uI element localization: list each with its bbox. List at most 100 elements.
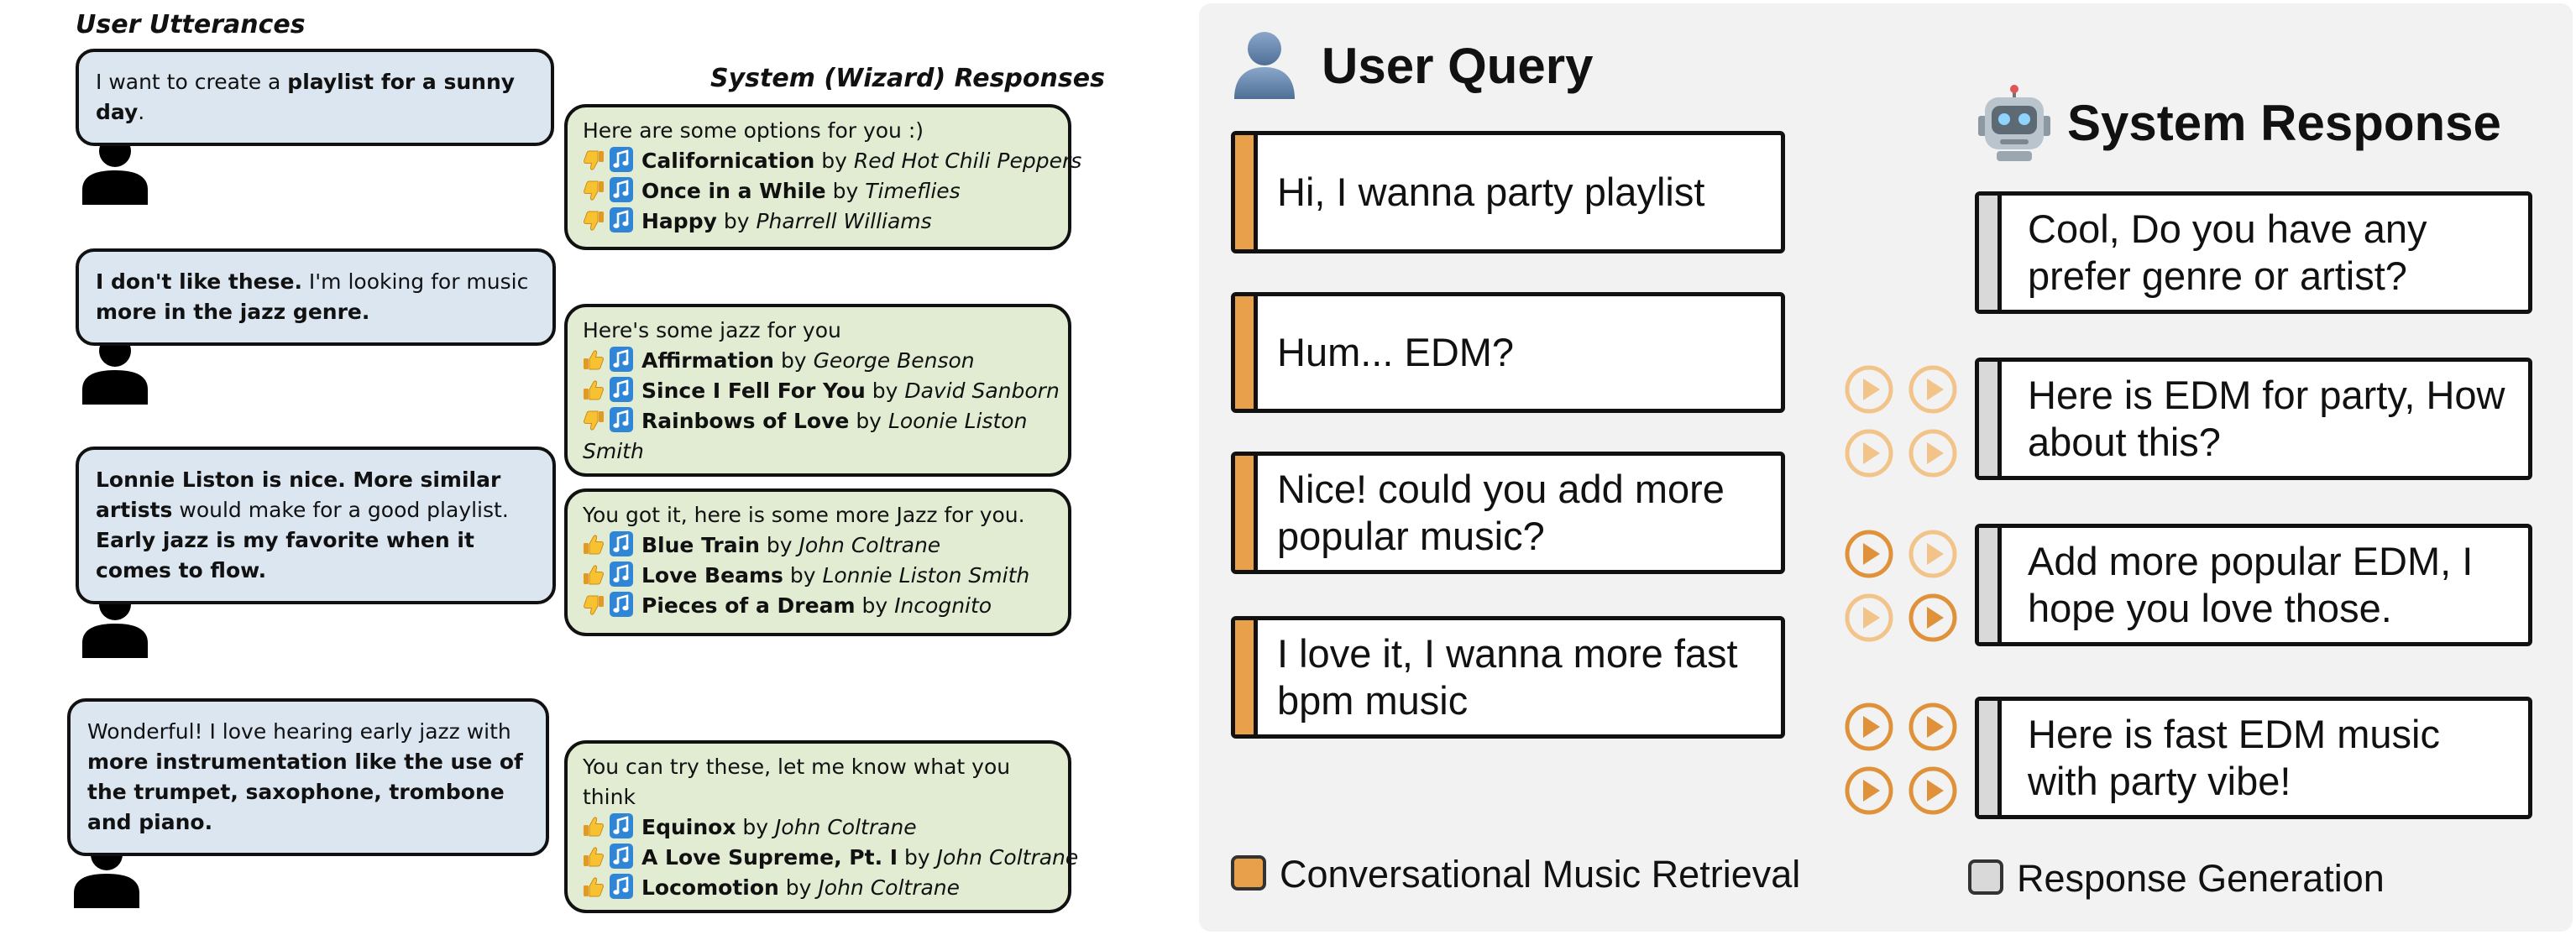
song-artist: John Coltrane — [798, 533, 941, 557]
song-title: Once in a While — [641, 179, 826, 203]
system-response-text: Add more popular EDM, I hope you love th… — [2028, 539, 2474, 630]
system-response-box: Here is EDM for party, How about this? — [1975, 358, 2532, 480]
user-query-text: Nice! could you add more popular music? — [1277, 467, 1725, 558]
user-query-text: Hi, I wanna party playlist — [1277, 170, 1705, 214]
system-response-intro: You can try these, let me know what you … — [583, 755, 1011, 809]
recommended-song: Locomotion by John Coltrane — [583, 873, 1056, 903]
user-query-title: User Query — [1322, 38, 1594, 94]
song-by: by — [904, 845, 930, 870]
music-note-icon — [610, 531, 633, 556]
song-by: by — [742, 815, 769, 839]
utterance-text: more instrumentation like the use of the… — [87, 750, 523, 834]
generation-legend-label: Response Generation — [2017, 857, 2385, 900]
recommended-song: A Love Supreme, Pt. I by John Coltrane — [583, 843, 1078, 873]
thumbs-down-icon — [583, 180, 605, 201]
system-response-box: Add more popular EDM, I hope you love th… — [1975, 524, 2532, 646]
utterance-text: would make for a good playlist. — [172, 498, 509, 522]
utterance-text: more in the jazz genre. — [96, 300, 370, 324]
song-artist: Pharrell Williams — [756, 209, 932, 233]
system-response-bubble: You can try these, let me know what you … — [564, 740, 1078, 913]
recommended-song: Pieces of a Dream by Incognito — [583, 591, 1056, 621]
play-icon — [1908, 593, 1957, 642]
system-responses-title: System (Wizard) Responses — [710, 64, 1105, 93]
play-icon — [1845, 766, 1893, 815]
song-by: by — [861, 593, 888, 618]
system-response-title: System Response — [2067, 95, 2501, 151]
play-icon — [1845, 530, 1893, 578]
user-utterance-bubble: Wonderful! I love hearing early jazz wit… — [67, 698, 549, 856]
recommended-song: Since I Fell For You by David Sanborn — [583, 376, 1060, 406]
retrieval-strip — [1235, 296, 1258, 409]
song-title: A Love Supreme, Pt. I — [641, 845, 898, 870]
song-artist: Incognito — [894, 593, 992, 618]
music-note-icon — [610, 377, 633, 402]
system-response-box: Here is fast EDM music with party vibe! — [1975, 697, 2532, 819]
thumbs-up-icon — [583, 534, 605, 556]
thumbs-up-icon — [583, 349, 605, 371]
song-by: by — [723, 209, 750, 233]
play-icon — [1908, 365, 1957, 414]
song-by: by — [832, 179, 859, 203]
song-by: by — [766, 533, 793, 557]
play-icon — [1845, 593, 1893, 642]
song-title: Since I Fell For You — [641, 379, 866, 403]
user-query-box: Hi, I wanna party playlist — [1231, 131, 1785, 253]
music-note-icon — [610, 177, 633, 202]
utterance-text: Lonnie Liston is nice. More similar arti… — [96, 467, 501, 522]
utterance-text: Early jazz is my favorite when it comes … — [96, 528, 474, 582]
song-title: Californication — [641, 149, 815, 173]
song-artist: Timeflies — [865, 179, 961, 203]
retrieval-strip — [1235, 620, 1258, 734]
user-query-box: Nice! could you add more popular music? — [1231, 452, 1785, 574]
thumbs-up-icon — [583, 816, 605, 838]
song-title: Blue Train — [641, 533, 760, 557]
music-note-icon — [610, 207, 633, 232]
user-utterances-title: User Utterances — [76, 10, 306, 39]
user-utterance-bubble: I don't like these. I'm looking for musi… — [76, 248, 556, 346]
song-artist: Loonie Liston Smith — [583, 409, 1028, 463]
music-note-icon — [610, 592, 633, 617]
system-response-bubble: You got it, here is some more Jazz for y… — [564, 488, 1071, 636]
utterance-text: I'm looking for music — [301, 269, 529, 294]
thumbs-up-icon — [583, 564, 605, 586]
music-note-icon — [610, 147, 633, 172]
music-note-icon — [610, 813, 633, 838]
retrieval-legend-swatch — [1231, 855, 1266, 891]
recommended-song: Affirmation by George Benson — [583, 346, 1056, 376]
song-by: by — [780, 348, 807, 373]
recommended-song: Californication by Red Hot Chili Peppers — [583, 146, 1081, 176]
play-icon — [1845, 429, 1893, 478]
system-response-intro: Here are some options for you :) — [583, 118, 924, 143]
thumbs-down-icon — [583, 594, 605, 616]
user-utterance-bubble: I want to create a playlist for a sunny … — [76, 49, 554, 146]
song-title: Equinox — [641, 815, 736, 839]
music-note-icon — [610, 347, 633, 372]
song-title: Happy — [641, 209, 717, 233]
thumbs-down-icon — [583, 149, 605, 171]
play-icon — [1845, 365, 1893, 414]
recommended-song: Equinox by John Coltrane — [583, 812, 1056, 843]
thumbs-up-icon — [583, 379, 605, 401]
play-icon — [1845, 703, 1893, 751]
song-title: Affirmation — [641, 348, 774, 373]
user-utterance-bubble: Lonnie Liston is nice. More similar arti… — [76, 447, 556, 604]
system-response-intro: Here's some jazz for you — [583, 318, 841, 342]
system-response-bubble: Here are some options for you :) Californ… — [564, 104, 1081, 250]
recommended-song: Blue Train by John Coltrane — [583, 530, 1056, 561]
retrieval-legend-label: Conversational Music Retrieval — [1280, 853, 1801, 896]
play-icon — [1908, 429, 1957, 478]
song-title: Rainbows of Love — [641, 409, 850, 433]
recommended-song: Love Beams by Lonnie Liston Smith — [583, 561, 1056, 591]
user-silhouette-icon — [1234, 32, 1295, 99]
user-query-box: I love it, I wanna more fast bpm music — [1231, 616, 1785, 739]
music-note-icon — [610, 874, 633, 899]
user-query-box: Hum... EDM? — [1231, 292, 1785, 413]
song-artist: David Sanborn — [904, 379, 1060, 403]
play-icon — [1908, 703, 1957, 751]
thumbs-up-icon — [583, 876, 605, 898]
system-response-box: Cool, Do you have any prefer genre or ar… — [1975, 191, 2532, 314]
recommended-song: Once in a While by Timeflies — [583, 176, 1056, 206]
song-artist: Red Hot Chili Peppers — [853, 149, 1082, 173]
utterance-text: . — [138, 100, 145, 124]
